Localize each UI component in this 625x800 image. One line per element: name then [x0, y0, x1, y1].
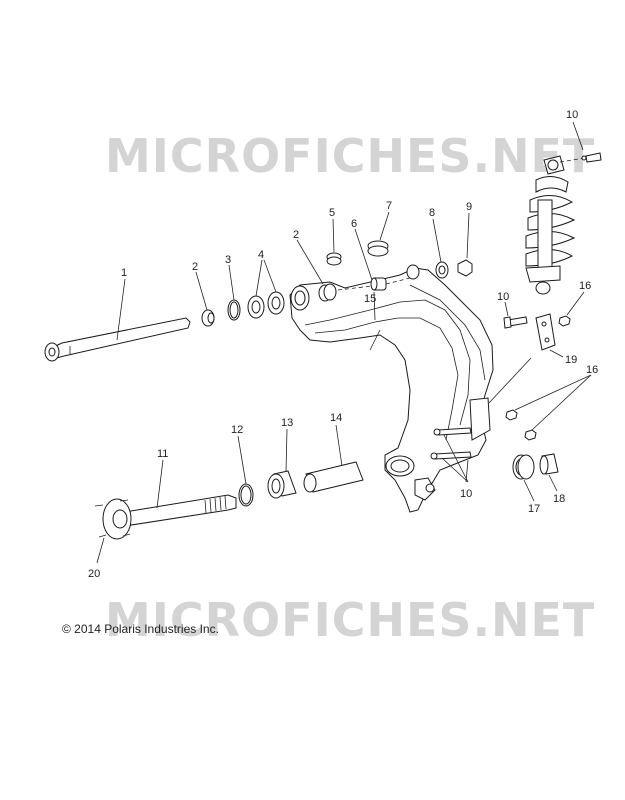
callout-7: 7 [386, 200, 392, 212]
part-10-bolts-lower [430, 427, 472, 460]
callout-16-lower: 16 [586, 364, 598, 376]
part-11-axle-shaft [124, 494, 237, 527]
callout-16-top: 16 [579, 280, 591, 292]
part-shock-absorber [525, 152, 602, 295]
watermark-bottom: MICROFICHES.NET [105, 593, 595, 647]
part-8-bearing [435, 261, 449, 279]
part-13-bearing [267, 470, 297, 499]
leader-lines [96, 121, 592, 564]
callout-numbers: 1 2 3 4 2 5 6 7 8 9 10 10 16 19 15 16 10… [88, 109, 598, 580]
part-5-seal [326, 252, 342, 266]
part-18-spacer [539, 453, 559, 475]
callout-8: 8 [429, 207, 435, 219]
part-16-nut-bracket [558, 315, 571, 327]
callout-12: 12 [231, 424, 243, 436]
callout-14: 14 [330, 412, 342, 424]
callout-4: 4 [258, 249, 264, 261]
callout-15: 15 [364, 293, 376, 305]
callout-10-bracket: 10 [497, 291, 509, 303]
part-19-bracket [535, 313, 556, 351]
part-2-bushing-right [318, 283, 337, 302]
part-17-bearing [512, 454, 535, 480]
callout-10-top: 10 [566, 109, 578, 121]
part-14-spacer-tube [303, 461, 364, 493]
callout-13: 13 [281, 417, 293, 429]
part-9-nut [457, 259, 473, 277]
assembly-line-6 [337, 285, 373, 291]
callout-11: 11 [157, 448, 168, 460]
part-15-swing-arm [289, 264, 494, 513]
part-12-snap-ring [238, 483, 254, 507]
callout-10-lower: 10 [460, 488, 472, 500]
part-6-bushing [370, 277, 387, 291]
callout-3: 3 [225, 254, 231, 266]
callout-19: 19 [565, 354, 577, 366]
callout-2-right: 2 [293, 229, 299, 241]
callout-6: 6 [351, 218, 357, 230]
callout-18: 18 [553, 493, 565, 505]
leader-bracket-link [488, 357, 532, 404]
callout-1: 1 [121, 267, 127, 279]
callout-9: 9 [466, 201, 472, 213]
callout-5: 5 [329, 207, 335, 219]
part-20-hub [94, 498, 132, 540]
part-7-seal [367, 240, 389, 257]
part-3-snap-ring [227, 299, 241, 321]
part-10-bolt-bracket [503, 316, 528, 329]
part-4-bearings [247, 291, 285, 319]
watermark-top: MICROFICHES.NET [105, 129, 595, 183]
callout-20: 20 [88, 568, 100, 580]
part-1-pivot-bolt [44, 317, 191, 362]
copyright-notice: © 2014 Polaris Industries Inc. [62, 622, 219, 636]
callout-2-left: 2 [192, 261, 198, 273]
callout-17: 17 [528, 503, 540, 515]
part-2-bushing-left [201, 309, 215, 327]
part-16-nuts-lower [505, 409, 537, 441]
